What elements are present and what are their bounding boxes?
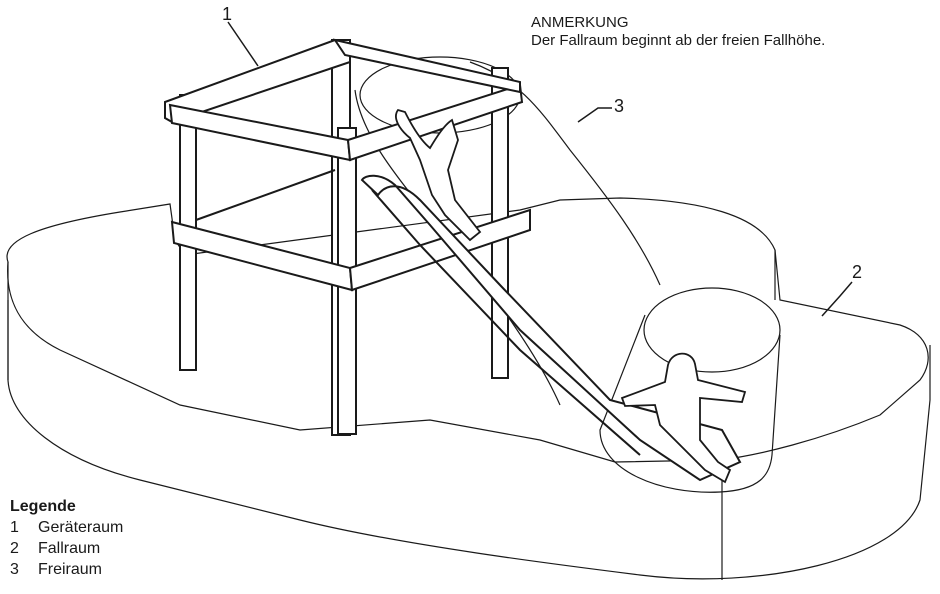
tower-mid-beam-back xyxy=(195,169,336,221)
legend-item-label: Fallraum xyxy=(38,540,101,557)
child-figure-top xyxy=(395,108,482,242)
free-space-top-outline xyxy=(6,197,929,463)
legend-item-label: Geräteraum xyxy=(38,519,124,536)
note-text: Der Fallraum beginnt ab der freien Fallh… xyxy=(531,32,826,49)
callout-2-leader xyxy=(821,281,853,317)
fall-space-bottom-ellipse-top xyxy=(643,287,781,373)
legend-item: 3 Freiraum xyxy=(10,559,123,580)
callout-leaders xyxy=(227,21,853,317)
tower-frame xyxy=(164,38,531,436)
fall-space-bottom-cylinder xyxy=(599,314,781,493)
child-figures xyxy=(395,108,747,484)
slide-chute xyxy=(360,174,742,482)
slide xyxy=(360,174,742,482)
note-block: ANMERKUNG Der Fallraum beginnt ab der fr… xyxy=(531,14,825,50)
callout-2: 2 xyxy=(852,262,862,282)
legend-title: Legende xyxy=(10,498,76,515)
legend-item-number: 3 xyxy=(10,561,19,578)
callout-3: 3 xyxy=(614,96,624,116)
tower-top-beam-right xyxy=(346,83,524,162)
tower-top-beam-back xyxy=(332,38,521,94)
child-figure-bottom xyxy=(620,352,747,484)
slide-inner-rail xyxy=(371,189,641,456)
free-space-bottom-outline xyxy=(7,300,931,580)
callout-3-leader xyxy=(577,107,612,123)
legend-item-number: 1 xyxy=(10,519,19,536)
tower-mid-beam-front xyxy=(170,220,354,292)
legend-item-label: Freiraum xyxy=(38,561,103,578)
callout-1: 1 xyxy=(222,4,232,24)
note-title: ANMERKUNG xyxy=(531,14,629,31)
legend: Legende 1 Geräteraum 2 Fallraum 3 Freira… xyxy=(10,496,123,580)
legend-item: 2 Fallraum xyxy=(10,538,123,559)
callout-1-leader xyxy=(227,21,259,67)
legend-item-number: 2 xyxy=(10,540,19,557)
legend-item: 1 Geräteraum xyxy=(10,517,123,538)
